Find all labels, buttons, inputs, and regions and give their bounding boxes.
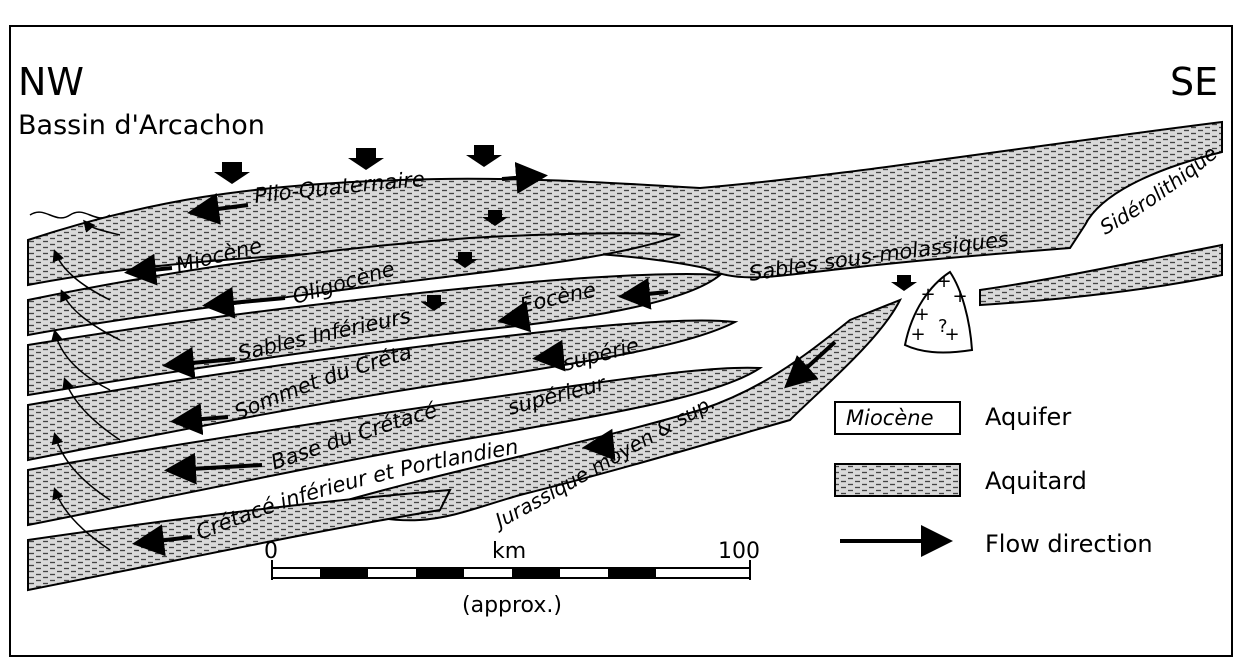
basin-label: Bassin d'Arcachon xyxy=(18,110,265,141)
basement-question: ? xyxy=(938,316,948,337)
svg-text:+: + xyxy=(936,271,951,292)
scale-unit: km xyxy=(492,539,526,564)
se-label: SE xyxy=(1170,60,1218,104)
down-arrow-7 xyxy=(891,275,917,291)
legend-aquifer-label: Aquifer xyxy=(985,403,1071,431)
legend-flow-label: Flow direction xyxy=(985,530,1153,558)
svg-text:+: + xyxy=(910,324,925,345)
legend: Miocène Aquifer Aquitard Flow direction xyxy=(835,402,1153,558)
aquitard-se-lower xyxy=(980,245,1222,305)
flow-plio-right xyxy=(502,176,540,179)
flow-sup-mid xyxy=(540,356,560,358)
scale-note: (approx.) xyxy=(462,593,562,618)
scale-min: 0 xyxy=(264,539,278,564)
legend-aquifer-sample: Miocène xyxy=(846,406,934,430)
legend-aquitard-swatch xyxy=(835,464,960,496)
down-arrow-3 xyxy=(466,145,502,167)
down-arrow-2 xyxy=(348,148,384,170)
scale-max: 100 xyxy=(718,539,760,564)
svg-text:+: + xyxy=(952,286,967,307)
legend-aquitard-label: Aquitard xyxy=(985,467,1087,495)
svg-text:+: + xyxy=(914,304,929,325)
down-arrow-1 xyxy=(214,162,250,184)
svg-text:+: + xyxy=(920,284,935,305)
nw-label: NW xyxy=(18,60,84,104)
